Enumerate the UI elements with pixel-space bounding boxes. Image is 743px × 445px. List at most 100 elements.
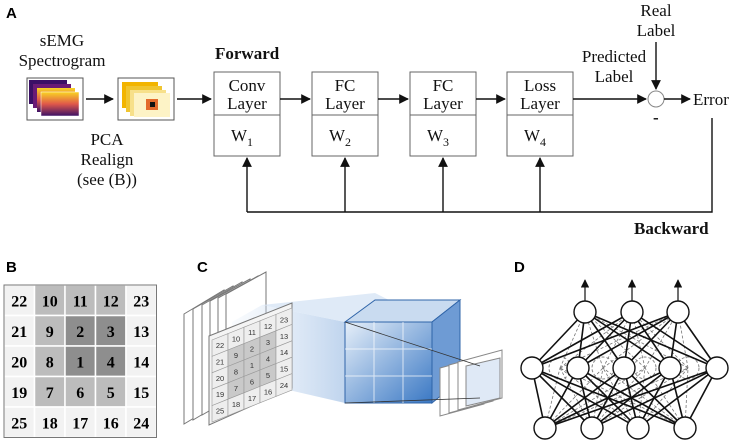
- dropout-edge: [631, 311, 689, 369]
- convolution-illustration: 2210111223219231320814141976515251817162…: [183, 271, 503, 426]
- hidden-node: [658, 356, 682, 380]
- network-edge: [623, 367, 686, 429]
- grid-b-cell: [94, 406, 127, 439]
- grid-b-cell-label: 7: [46, 385, 54, 402]
- dropout-edge: [602, 311, 679, 369]
- network-edge: [531, 367, 593, 429]
- grid-b-frame: [3, 284, 157, 438]
- output-node: [573, 300, 597, 324]
- pca-label-line3: (see (B)): [77, 170, 137, 189]
- panel-label-b: B: [6, 259, 17, 276]
- grid-b-cell-label: 22: [11, 293, 27, 310]
- panel-label-c: C: [197, 259, 208, 276]
- spectrogram-stack-icon: [26, 77, 84, 121]
- weight-w2: W2: [329, 126, 351, 149]
- grid-b-cell-label: 1: [76, 354, 84, 371]
- layer-box-conv: Conv Layer W1: [213, 71, 281, 157]
- grid-c-cell-label: 9: [234, 351, 238, 360]
- hidden-node: [566, 356, 590, 380]
- grid-b-cell-label: 13: [133, 324, 149, 341]
- dropout-edge: [591, 367, 646, 429]
- backward-line: [247, 118, 713, 213]
- grid-c-cell: [275, 373, 293, 397]
- weight-w1: W1: [231, 126, 253, 149]
- input-label-line2: Spectrogram: [19, 51, 106, 70]
- dropout-edge: [644, 367, 686, 429]
- error-label: Error: [693, 90, 729, 109]
- grid-c-cell-label: 20: [216, 374, 224, 383]
- dropout-edge: [602, 367, 686, 429]
- dropout-edge: [637, 367, 689, 429]
- grid-c-cell-label: 23: [280, 315, 288, 324]
- weight-w3: W3: [427, 126, 449, 149]
- network-edge: [531, 367, 686, 429]
- backward-label: Backward: [634, 219, 709, 238]
- dropout-edge: [584, 311, 689, 369]
- grid-c-cell-label: 2: [250, 345, 254, 354]
- grid-c-cell-label: 12: [264, 322, 272, 331]
- input-node: [673, 416, 697, 440]
- grid-c-cell-label: 18: [232, 400, 240, 409]
- dropout-node: [676, 356, 700, 380]
- grid-b-cell-label: 9: [46, 324, 54, 341]
- panel-label-a: A: [6, 5, 17, 22]
- grid-b-cell-label: 6: [76, 385, 84, 402]
- grid-b-cell: [125, 345, 158, 378]
- grid-c-cell-label: 7: [234, 384, 238, 393]
- hidden-node: [705, 356, 729, 380]
- input-node: [580, 416, 604, 440]
- grid-c-cell-label: 16: [264, 387, 272, 396]
- network-edge: [631, 311, 718, 369]
- feature-cube-front: [344, 321, 433, 404]
- layer-name-fc2-2: Layer: [423, 94, 463, 113]
- grid-c-cell-label: 22: [216, 341, 224, 350]
- input-label-line1: sEMG: [40, 31, 84, 50]
- layer-name-conv-2: Layer: [227, 94, 267, 113]
- grid-b-cell-label: 16: [103, 415, 119, 432]
- grid-b-cell-label: 18: [42, 415, 58, 432]
- hidden-node: [612, 356, 636, 380]
- dropout-edge: [591, 367, 689, 429]
- grid-b-cell-label: 11: [73, 293, 88, 310]
- neural-network-diagram: [520, 279, 729, 440]
- conv-input-grid: 2210111223219231320814141976515251817162…: [211, 307, 293, 423]
- grid-c-cell-label: 21: [216, 357, 224, 366]
- predicted-label-line2: Label: [595, 67, 634, 86]
- dropout-edge: [644, 311, 679, 369]
- pca-label-line2: Realign: [81, 150, 134, 169]
- layer-name-fc1-2: Layer: [325, 94, 365, 113]
- grid-c-cell-label: 17: [248, 394, 256, 403]
- layer-box-fc-2: FC Layer W3: [409, 71, 477, 157]
- predicted-label-line1: Predicted: [582, 47, 647, 66]
- grid-c-cell-label: 19: [216, 390, 224, 399]
- layer-box-fc-1: FC Layer W2: [311, 71, 379, 157]
- grid-b-cell: [33, 314, 66, 347]
- grid-c-cell-label: 15: [280, 365, 288, 374]
- dropout-edge: [584, 311, 646, 369]
- grid-b-cell: [3, 345, 36, 378]
- output-node: [666, 300, 690, 324]
- grid-b-cell-label: 10: [42, 293, 58, 310]
- forward-label: Forward: [215, 44, 280, 63]
- layer-name-fc2-1: FC: [433, 76, 454, 95]
- dropout-node: [633, 356, 657, 380]
- grid-b-cell-label: 4: [107, 354, 115, 371]
- dropout-edge: [544, 367, 604, 429]
- grid-c-cell-label: 6: [250, 377, 254, 386]
- layer-box-loss: Loss Layer W4: [506, 71, 574, 157]
- pca-label-line1: PCA: [90, 130, 124, 149]
- panel-label-d: D: [514, 259, 525, 276]
- grid-b-cell-label: 14: [133, 354, 149, 371]
- grid-b-cell-label: 12: [103, 293, 119, 310]
- grid-b-cell-label: 20: [11, 354, 27, 371]
- weight-w4: W4: [524, 126, 546, 149]
- network-edge: [584, 311, 718, 369]
- output-node: [620, 300, 644, 324]
- grid-b-cell-label: 2: [76, 324, 84, 341]
- network-edge: [531, 311, 586, 369]
- grid-b-cell-label: 21: [11, 324, 27, 341]
- grid-c-cell-label: 13: [280, 332, 288, 341]
- summing-node: [647, 90, 665, 108]
